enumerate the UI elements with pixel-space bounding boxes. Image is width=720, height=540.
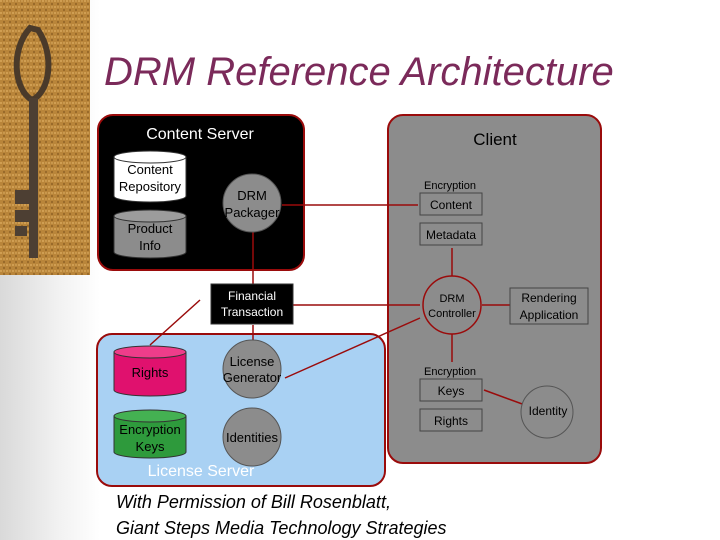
content-node: [419, 192, 483, 216]
financial-transaction-node: [210, 283, 294, 325]
financial-transaction-label-2: Transaction: [221, 305, 283, 319]
identities-node: [222, 407, 282, 467]
rights-cylinder: [113, 345, 187, 397]
drm-controller-label-2: Controller: [428, 308, 476, 320]
key-image: [0, 0, 90, 275]
drm-packager-label-2: Packager: [225, 205, 281, 220]
financial-transaction-label-1: Financial: [228, 289, 276, 303]
keys-node-label: Keys: [438, 384, 465, 398]
product-info-cylinder: [113, 209, 187, 259]
identity-label: Identity: [529, 404, 568, 418]
drm-controller-label-1: DRM: [439, 293, 464, 305]
drm-packager-label-1: DRM: [237, 188, 267, 203]
rendering-application-label-2: Application: [520, 308, 579, 322]
content-repository-label-2: Repository: [119, 179, 182, 194]
page-title: DRM Reference Architecture: [104, 50, 614, 94]
encryption-keys-cylinder: [113, 409, 187, 459]
client-rights-node: [419, 408, 483, 432]
ls-rights-label: Rights: [132, 365, 169, 380]
encryption-keys-label-2: Keys: [136, 439, 165, 454]
drm-packager-node: [222, 173, 282, 233]
content-repository-label-1: Content: [127, 162, 173, 177]
drm-controller-node: [422, 275, 482, 335]
connector-controller-licensegen: [284, 317, 421, 379]
keys-node: [419, 378, 483, 402]
license-server-label: License Server: [148, 463, 255, 480]
metadata-node-label: Metadata: [426, 228, 476, 242]
client-label: Client: [473, 130, 517, 149]
identities-label: Identities: [226, 430, 279, 445]
content-server-label: Content Server: [146, 126, 254, 143]
encryption-label-top: Encryption: [424, 180, 476, 192]
content-node-label: Content: [430, 198, 473, 212]
metadata-node: [419, 222, 483, 246]
encryption-label-bottom: Encryption: [424, 366, 476, 378]
encryption-keys-label-1: Encryption: [119, 422, 180, 437]
connector-financial-rights: [149, 299, 201, 346]
rendering-application-label-1: Rendering: [521, 291, 576, 305]
license-generator-node: [222, 339, 282, 399]
content-repository-cylinder: [113, 150, 187, 203]
caption-line-2: Giant Steps Media Technology Strategies: [116, 518, 447, 538]
rendering-application-node: [509, 287, 589, 325]
identity-node: [520, 385, 574, 439]
product-info-label-2: Info: [139, 238, 161, 253]
client-rights-label: Rights: [434, 414, 468, 428]
license-generator-label-2: Generator: [223, 370, 282, 385]
license-generator-label-1: License: [230, 354, 275, 369]
caption-line-1: With Permission of Bill Rosenblatt,: [116, 492, 391, 512]
product-info-label-1: Product: [128, 221, 173, 236]
connector-keys-identity: [483, 389, 526, 406]
